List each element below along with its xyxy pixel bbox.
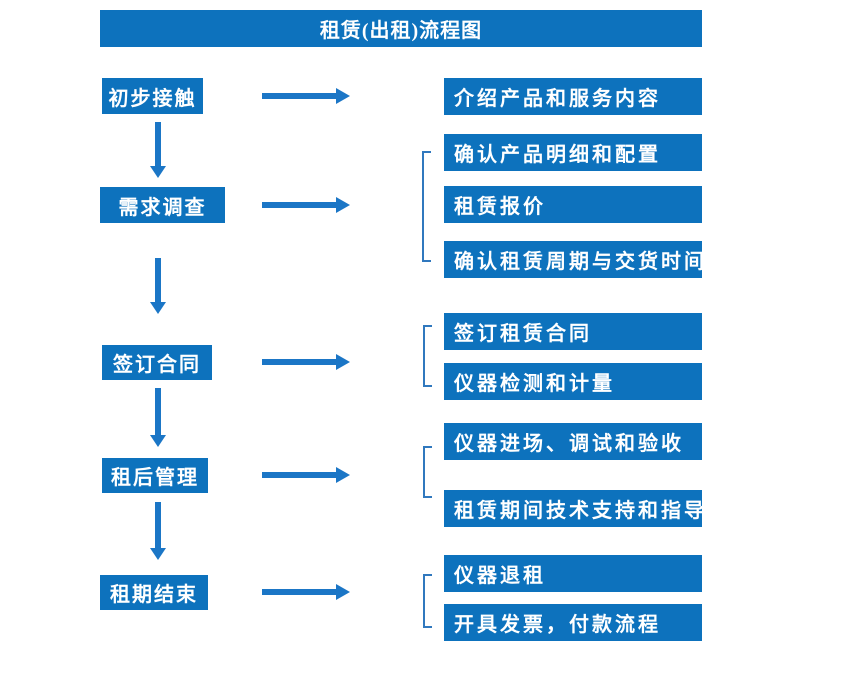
arrow-head	[150, 302, 166, 314]
arrow-down-icon	[150, 122, 166, 178]
arrow-right-icon	[262, 88, 350, 104]
detail-box-rental-quote: 租赁报价	[444, 186, 702, 223]
detail-box-instrument-testing: 仪器检测和计量	[444, 363, 702, 400]
arrow-head	[336, 354, 350, 370]
arrow-down-icon	[150, 502, 166, 560]
arrow-head	[336, 197, 350, 213]
step-box-demand-survey: 需求调查	[100, 187, 225, 223]
bracket-connector	[423, 446, 432, 498]
bracket-connector	[423, 325, 432, 387]
arrow-right-icon	[262, 197, 350, 213]
arrow-head	[150, 548, 166, 560]
arrow-shaft	[262, 202, 336, 208]
arrow-shaft	[155, 122, 161, 166]
step-box-initial-contact: 初步接触	[102, 78, 203, 114]
arrow-shaft	[262, 589, 336, 595]
arrow-shaft	[262, 93, 336, 99]
detail-box-instrument-return: 仪器退租	[444, 555, 702, 592]
arrow-right-icon	[262, 467, 350, 483]
arrow-head	[336, 467, 350, 483]
step-box-post-rental-management: 租后管理	[102, 458, 208, 493]
arrow-right-icon	[262, 354, 350, 370]
detail-box-instrument-setup-acceptance: 仪器进场、调试和验收	[444, 423, 702, 460]
detail-box-confirm-period-delivery: 确认租赁周期与交货时间	[444, 241, 704, 278]
arrow-shaft	[262, 359, 336, 365]
step-box-rental-end: 租期结束	[100, 575, 208, 610]
arrow-head	[150, 435, 166, 447]
arrow-right-icon	[262, 584, 350, 600]
arrow-shaft	[155, 258, 161, 302]
detail-box-technical-support: 租赁期间技术支持和指导	[444, 490, 704, 527]
arrow-shaft	[155, 502, 161, 548]
detail-box-sign-rental-contract: 签订租赁合同	[444, 313, 702, 350]
bracket-connector	[422, 151, 431, 262]
bracket-connector	[423, 574, 432, 628]
detail-box-confirm-product-config: 确认产品明细和配置	[444, 134, 702, 171]
arrow-head	[336, 584, 350, 600]
arrow-shaft	[155, 388, 161, 435]
page-title: 租赁(出租)流程图	[100, 10, 702, 47]
arrow-down-icon	[150, 388, 166, 447]
arrow-shaft	[262, 472, 336, 478]
step-box-sign-contract: 签订合同	[102, 345, 212, 380]
arrow-down-icon	[150, 258, 166, 314]
detail-box-introduce-products: 介绍产品和服务内容	[444, 78, 702, 115]
detail-box-invoice-payment: 开具发票，付款流程	[444, 604, 702, 641]
arrow-head	[150, 166, 166, 178]
arrow-head	[336, 88, 350, 104]
